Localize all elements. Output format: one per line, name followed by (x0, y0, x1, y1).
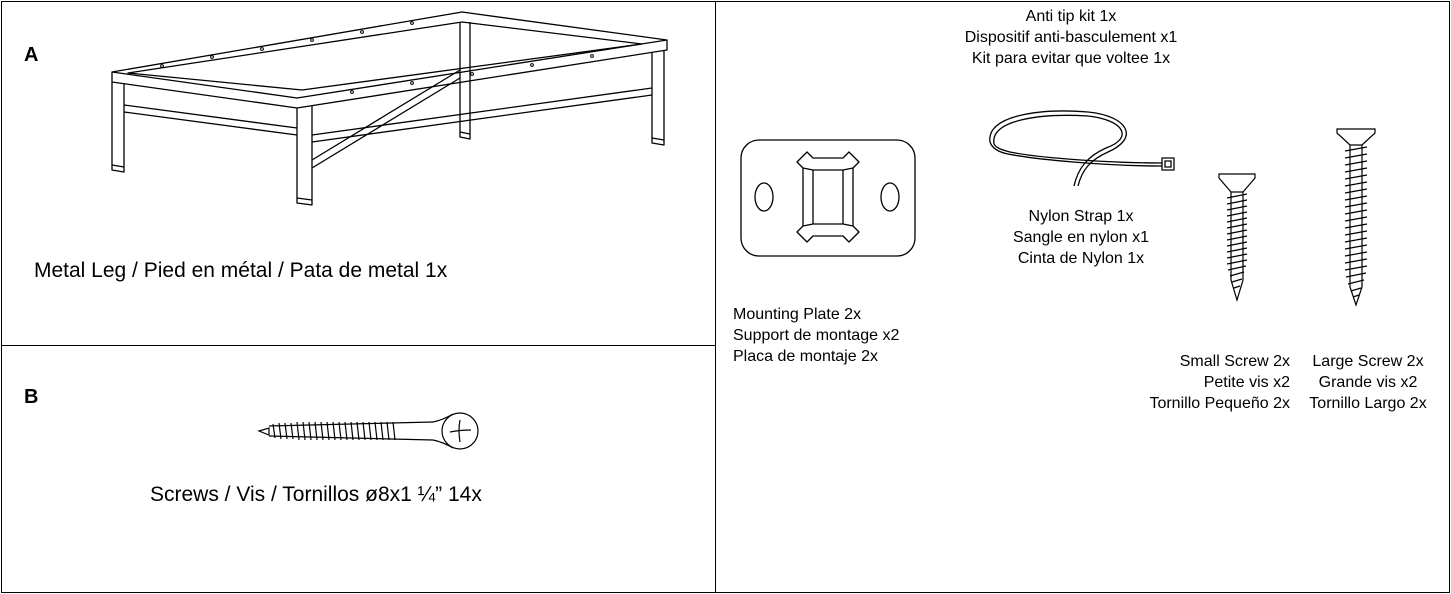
small-screw-illustration (1213, 172, 1261, 304)
mounting-plate-label: Mounting Plate 2x Support de montage x2 … (733, 304, 899, 367)
anti-tip-kit-title: Anti tip kit 1x Dispositif anti-basculem… (916, 6, 1226, 69)
small-screw-line-2: Petite vis x2 (1203, 374, 1290, 391)
panel-b-caption: Screws / Vis / Tornillos ø8x1 ¼” 14x (150, 483, 482, 506)
kit-title-line-2: Dispositif anti-basculement x1 (964, 29, 1178, 46)
large-screw-line-2: Grande vis x2 (1318, 374, 1418, 391)
large-screw-line-1: Large Screw 2x (1312, 353, 1424, 370)
kit-title-line-1: Anti tip kit 1x (1025, 8, 1117, 25)
metal-leg-frame-illustration (102, 10, 682, 210)
large-screw-label: Large Screw 2x Grande vis x2 Tornillo La… (1292, 351, 1444, 414)
panel-c-anti-tip-kit: Anti tip kit 1x Dispositif anti-basculem… (715, 1, 1450, 593)
nylon-strap-label: Nylon Strap 1x Sangle en nylon x1 Cinta … (951, 206, 1211, 269)
nylon-strap-line-2: Sangle en nylon x1 (1012, 229, 1150, 246)
large-screw-illustration (1333, 127, 1379, 307)
wood-screw-illustration (255, 408, 481, 454)
panel-a-letter: A (24, 44, 39, 66)
mounting-plate-illustration (739, 138, 917, 258)
panel-a-metal-leg: A (1, 1, 716, 346)
small-screw-line-1: Small Screw 2x (1179, 353, 1290, 370)
large-screw-line-3: Tornillo Largo 2x (1309, 395, 1427, 412)
nylon-strap-line-3: Cinta de Nylon 1x (1017, 250, 1145, 267)
panel-b-letter: B (24, 386, 39, 408)
mounting-plate-line-1: Mounting Plate 2x (733, 306, 862, 323)
nylon-strap-illustration (978, 108, 1178, 190)
panel-a-caption: Metal Leg / Pied en métal / Pata de meta… (34, 259, 448, 282)
kit-title-line-3: Kit para evitar que voltee 1x (971, 50, 1171, 67)
nylon-strap-line-1: Nylon Strap 1x (1028, 208, 1134, 225)
mounting-plate-line-3: Placa de montaje 2x (733, 348, 878, 365)
mounting-plate-line-2: Support de montage x2 (733, 327, 900, 344)
small-screw-line-3: Tornillo Pequeño 2x (1149, 395, 1290, 412)
panel-b-screws: B Screws / Vis / Tornillos ø8x1 ¼” (1, 345, 716, 593)
small-screw-label: Small Screw 2x Petite vis x2 Tornillo Pe… (1046, 351, 1290, 414)
